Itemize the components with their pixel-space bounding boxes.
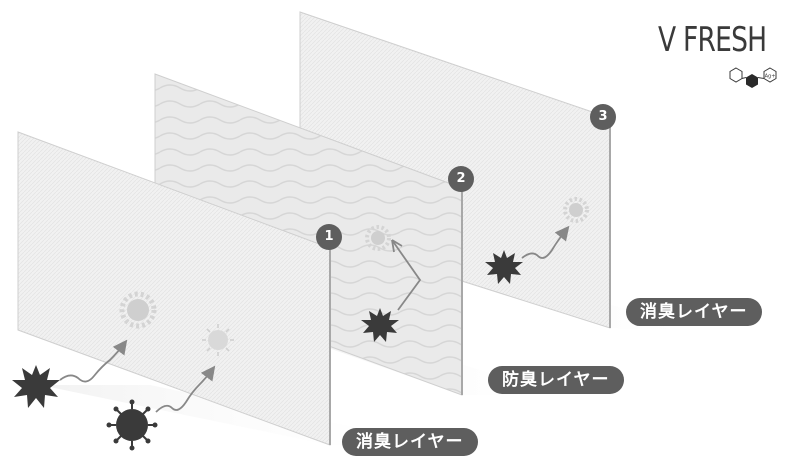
layer-3-label: 消臭レイヤー [626,298,762,326]
squiggle-arrow-1b [155,365,216,413]
bounce-arrow [391,239,422,311]
vfresh-logo: V FRESH Ag+ [658,20,786,100]
germ-dark-spiky-icon [12,365,60,408]
logo-wordmark: V FRESH [658,20,767,60]
layer-2-number-badge: 2 [448,166,474,192]
germ-dark-spiky-icon [361,308,399,342]
germ-faded-spiky-icon [563,197,589,223]
molecule-label: Ag+ [765,74,776,80]
germ-dark-virus-icon [106,399,158,451]
germ-faded-spiky-icon [119,291,157,329]
layer-1-label: 消臭レイヤー [342,428,478,456]
layer-2-label: 防臭レイヤー [488,366,624,394]
molecule-icon: Ag+ [729,67,777,88]
germ-faded-spiky-icon [365,225,391,251]
germ-dark-spiky-icon [485,250,523,284]
squiggle-arrow-1a [59,339,128,383]
panel-1-shadow [40,385,440,445]
layer-3-number-badge: 3 [590,104,616,130]
layer-1-number-badge: 1 [316,224,342,250]
germ-faded-virus-icon [202,324,234,356]
squiggle-arrow-3 [521,225,570,259]
